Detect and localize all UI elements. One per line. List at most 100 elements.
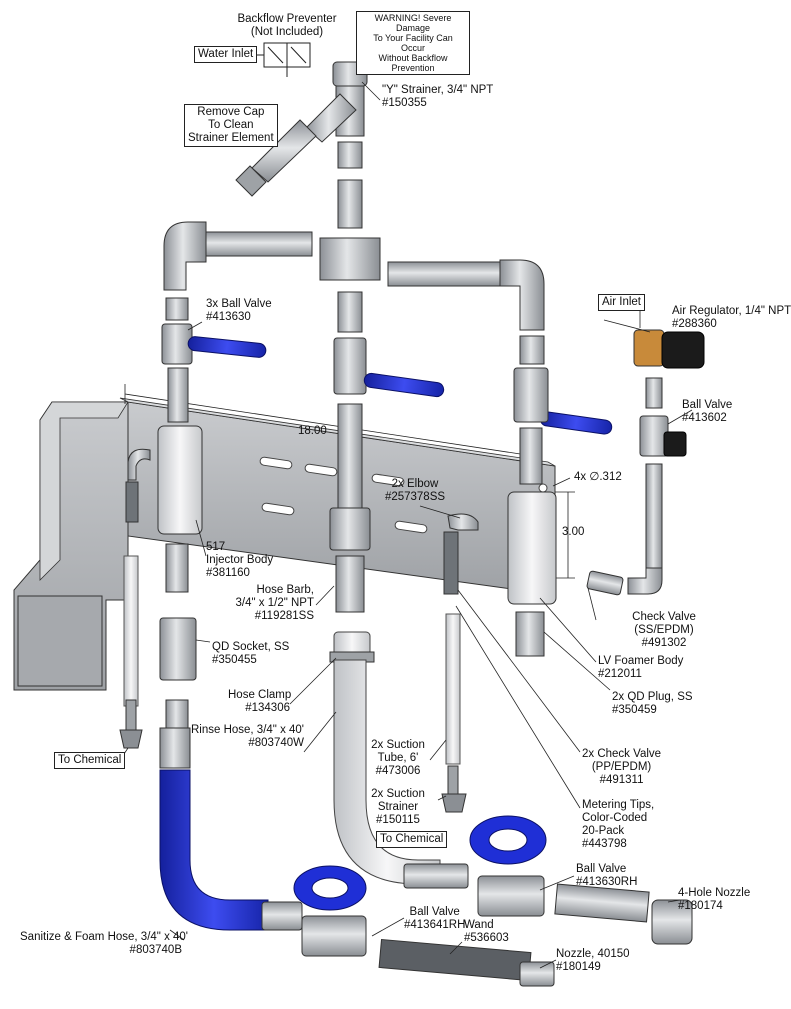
- to-chemical-left-box: To Chemical: [54, 752, 126, 769]
- leader-lines: [119, 81, 693, 969]
- wand-line-2: #536603: [464, 932, 509, 944]
- ball-valve-right-label: Ball Valve #413602: [682, 399, 732, 425]
- manifold-right: [387, 259, 545, 331]
- air-regulator-label: Air Regulator, 1/4" NPT #288360: [672, 305, 791, 331]
- y-strainer-label: "Y" Strainer, 3/4" NPT #150355: [382, 84, 493, 110]
- warning-box: WARNING! Severe Damage To Your Facility …: [356, 11, 470, 75]
- injector-label: 517 Injector Body #381160: [206, 541, 273, 580]
- right-column: [441, 335, 557, 813]
- ball-valve-rh-line-1: Ball Valve: [576, 863, 627, 875]
- air-regulator: [586, 329, 705, 596]
- four-hole-nozzle-label: 4-Hole Nozzle #180174: [678, 887, 750, 913]
- suction-strainer-line-3: #150115: [376, 814, 420, 826]
- suction-strainer-line-1: 2x Suction: [371, 788, 425, 800]
- ball-valve-right-line-2: #413602: [682, 412, 727, 424]
- lv-foamer-line-1: LV Foamer Body: [598, 655, 684, 667]
- manifold-left: [163, 221, 313, 291]
- sanitize-hose-line-2: #803740B: [129, 944, 182, 956]
- qd-socket-label: QD Socket, SS #350455: [212, 641, 289, 667]
- nozzle-line-1: Nozzle, 40150: [556, 948, 630, 960]
- suction-tube-label: 2x Suction Tube, 6' #473006: [370, 739, 426, 778]
- check-valve-pp-line-1: 2x Check Valve: [582, 748, 662, 760]
- warning-line-2: To Your Facility Can Occur: [373, 33, 453, 53]
- hose-barb-line-3: #119281SS: [254, 610, 314, 622]
- metering-tips-line-2: Color-Coded: [582, 812, 648, 824]
- ball-valve-rh-label: Ball Valve #413630RH: [576, 863, 637, 889]
- backflow-line-2: (Not Included): [250, 26, 324, 38]
- water-inlet-box: Water Inlet: [194, 46, 258, 63]
- check-valve-pp-line-3: #491311: [599, 774, 644, 786]
- ball-valve-handles: [187, 336, 613, 435]
- ball-valve-3x-line-1: 3x Ball Valve: [206, 298, 272, 310]
- rinse-hose-label: Rinse Hose, 3/4" x 40' #803740W: [180, 724, 304, 750]
- check-valve-pp-label: 2x Check Valve (PP/EPDM) #491311: [582, 748, 661, 787]
- ball-valve-3x-line-2: #413630: [206, 311, 251, 323]
- nozzle-line-2: #180149: [556, 961, 601, 973]
- hose-barb-label: Hose Barb, 3/4" x 1/2" NPT #119281SS: [232, 584, 314, 623]
- air-regulator-line-2: #288360: [672, 318, 717, 330]
- qd-plug-line-2: #350459: [612, 704, 657, 716]
- y-strainer: [235, 61, 368, 197]
- dimension-height: 3.00: [562, 526, 585, 538]
- suction-tube-line-3: #473006: [375, 765, 421, 777]
- check-valve-ss-line-1: Check Valve: [632, 611, 696, 623]
- center-riser: [319, 141, 381, 613]
- check-valve-pp-line-2: (PP/EPDM): [591, 761, 652, 773]
- ball-valve-lh-line-1: Ball Valve: [409, 906, 460, 918]
- check-valve-ss-line-3: #491302: [641, 637, 687, 649]
- hose-barb-line-1: Hose Barb,: [256, 584, 314, 596]
- suction-strainer-label: 2x Suction Strainer #150115: [370, 788, 426, 827]
- suction-tube-line-1: 2x Suction: [371, 739, 425, 751]
- hose-clamp-line-1: Hose Clamp: [228, 689, 292, 701]
- ball-valve-lh-label: Ball Valve #413641RH: [404, 906, 465, 932]
- elbow-line-1: 2x Elbow: [391, 478, 439, 490]
- metering-tips-line-1: Metering Tips,: [582, 799, 655, 811]
- check-valve-ss-label: Check Valve (SS/EPDM) #491302: [628, 611, 700, 650]
- ball-valve-rh-line-2: #413630RH: [576, 876, 638, 888]
- warning-line-3: Without Backflow Prevention: [378, 53, 448, 73]
- hose-clamp-label: Hose Clamp #134306: [228, 689, 292, 715]
- injector-line-1: 517: [206, 541, 226, 553]
- wand-line-1: Wand: [464, 919, 494, 931]
- nozzle-label: Nozzle, 40150 #180149: [556, 948, 630, 974]
- metering-tips-label: Metering Tips, Color-Coded 20-Pack #4437…: [582, 799, 654, 851]
- to-chemical-center-box: To Chemical: [376, 831, 448, 848]
- injector-line-3: #381160: [206, 567, 250, 579]
- remove-cap-line-3: Strainer Element: [188, 132, 274, 144]
- backflow-line-1: Backflow Preventer: [237, 13, 337, 25]
- air-inlet-box: Air Inlet: [598, 294, 645, 311]
- ball-valve-lh-line-2: #413641RH: [404, 919, 466, 931]
- elbow-line-2: #257378SS: [384, 491, 446, 503]
- qd-plug-label: 2x QD Plug, SS #350459: [612, 691, 693, 717]
- remove-cap-box: Remove Cap To Clean Strainer Element: [184, 104, 278, 147]
- hose-barb-line-2: 3/4" x 1/2" NPT: [235, 597, 314, 609]
- y-strainer-line-1: "Y" Strainer, 3/4" NPT: [382, 84, 494, 96]
- check-valve-ss-line-2: (SS/EPDM): [634, 624, 694, 636]
- dimension-holes: 4x ∅.312: [574, 471, 622, 483]
- lv-foamer-line-2: #212011: [598, 668, 642, 680]
- suction-tube-line-2: Tube, 6': [377, 752, 419, 764]
- rinse-hose-line-2: #803740W: [248, 737, 304, 749]
- remove-cap-line-1: Remove Cap: [197, 106, 265, 118]
- warning-line-1: WARNING! Severe Damage: [374, 13, 452, 33]
- dimension-width: 18.00: [298, 425, 327, 437]
- air-regulator-line-1: Air Regulator, 1/4" NPT: [672, 305, 791, 317]
- qd-plug-line-1: 2x QD Plug, SS: [612, 691, 693, 703]
- sanitize-hose-label: Sanitize & Foam Hose, 3/4" x 40' #803740…: [20, 931, 188, 957]
- metering-tips-line-3: 20-Pack: [582, 825, 625, 837]
- sanitize-hose: [159, 727, 303, 931]
- backflow-label: Backflow Preventer (Not Included): [228, 13, 346, 39]
- qd-socket-line-1: QD Socket, SS: [212, 641, 290, 653]
- rinse-hose-line-1: Rinse Hose, 3/4" x 40': [190, 724, 304, 736]
- suction-strainer-line-2: Strainer: [377, 801, 419, 813]
- ball-valve-right-line-1: Ball Valve: [682, 399, 733, 411]
- hose-clamp-line-2: #134306: [245, 702, 290, 714]
- bottom-valves: [293, 815, 693, 987]
- y-strainer-line-2: #150355: [382, 97, 427, 109]
- qd-socket-line-2: #350455: [212, 654, 257, 666]
- backflow-preventer-symbol: [250, 42, 311, 77]
- injector-line-2: Injector Body: [206, 554, 274, 566]
- sanitize-hose-line-1: Sanitize & Foam Hose, 3/4" x 40': [20, 931, 188, 943]
- metering-tips-line-4: #443798: [582, 838, 627, 850]
